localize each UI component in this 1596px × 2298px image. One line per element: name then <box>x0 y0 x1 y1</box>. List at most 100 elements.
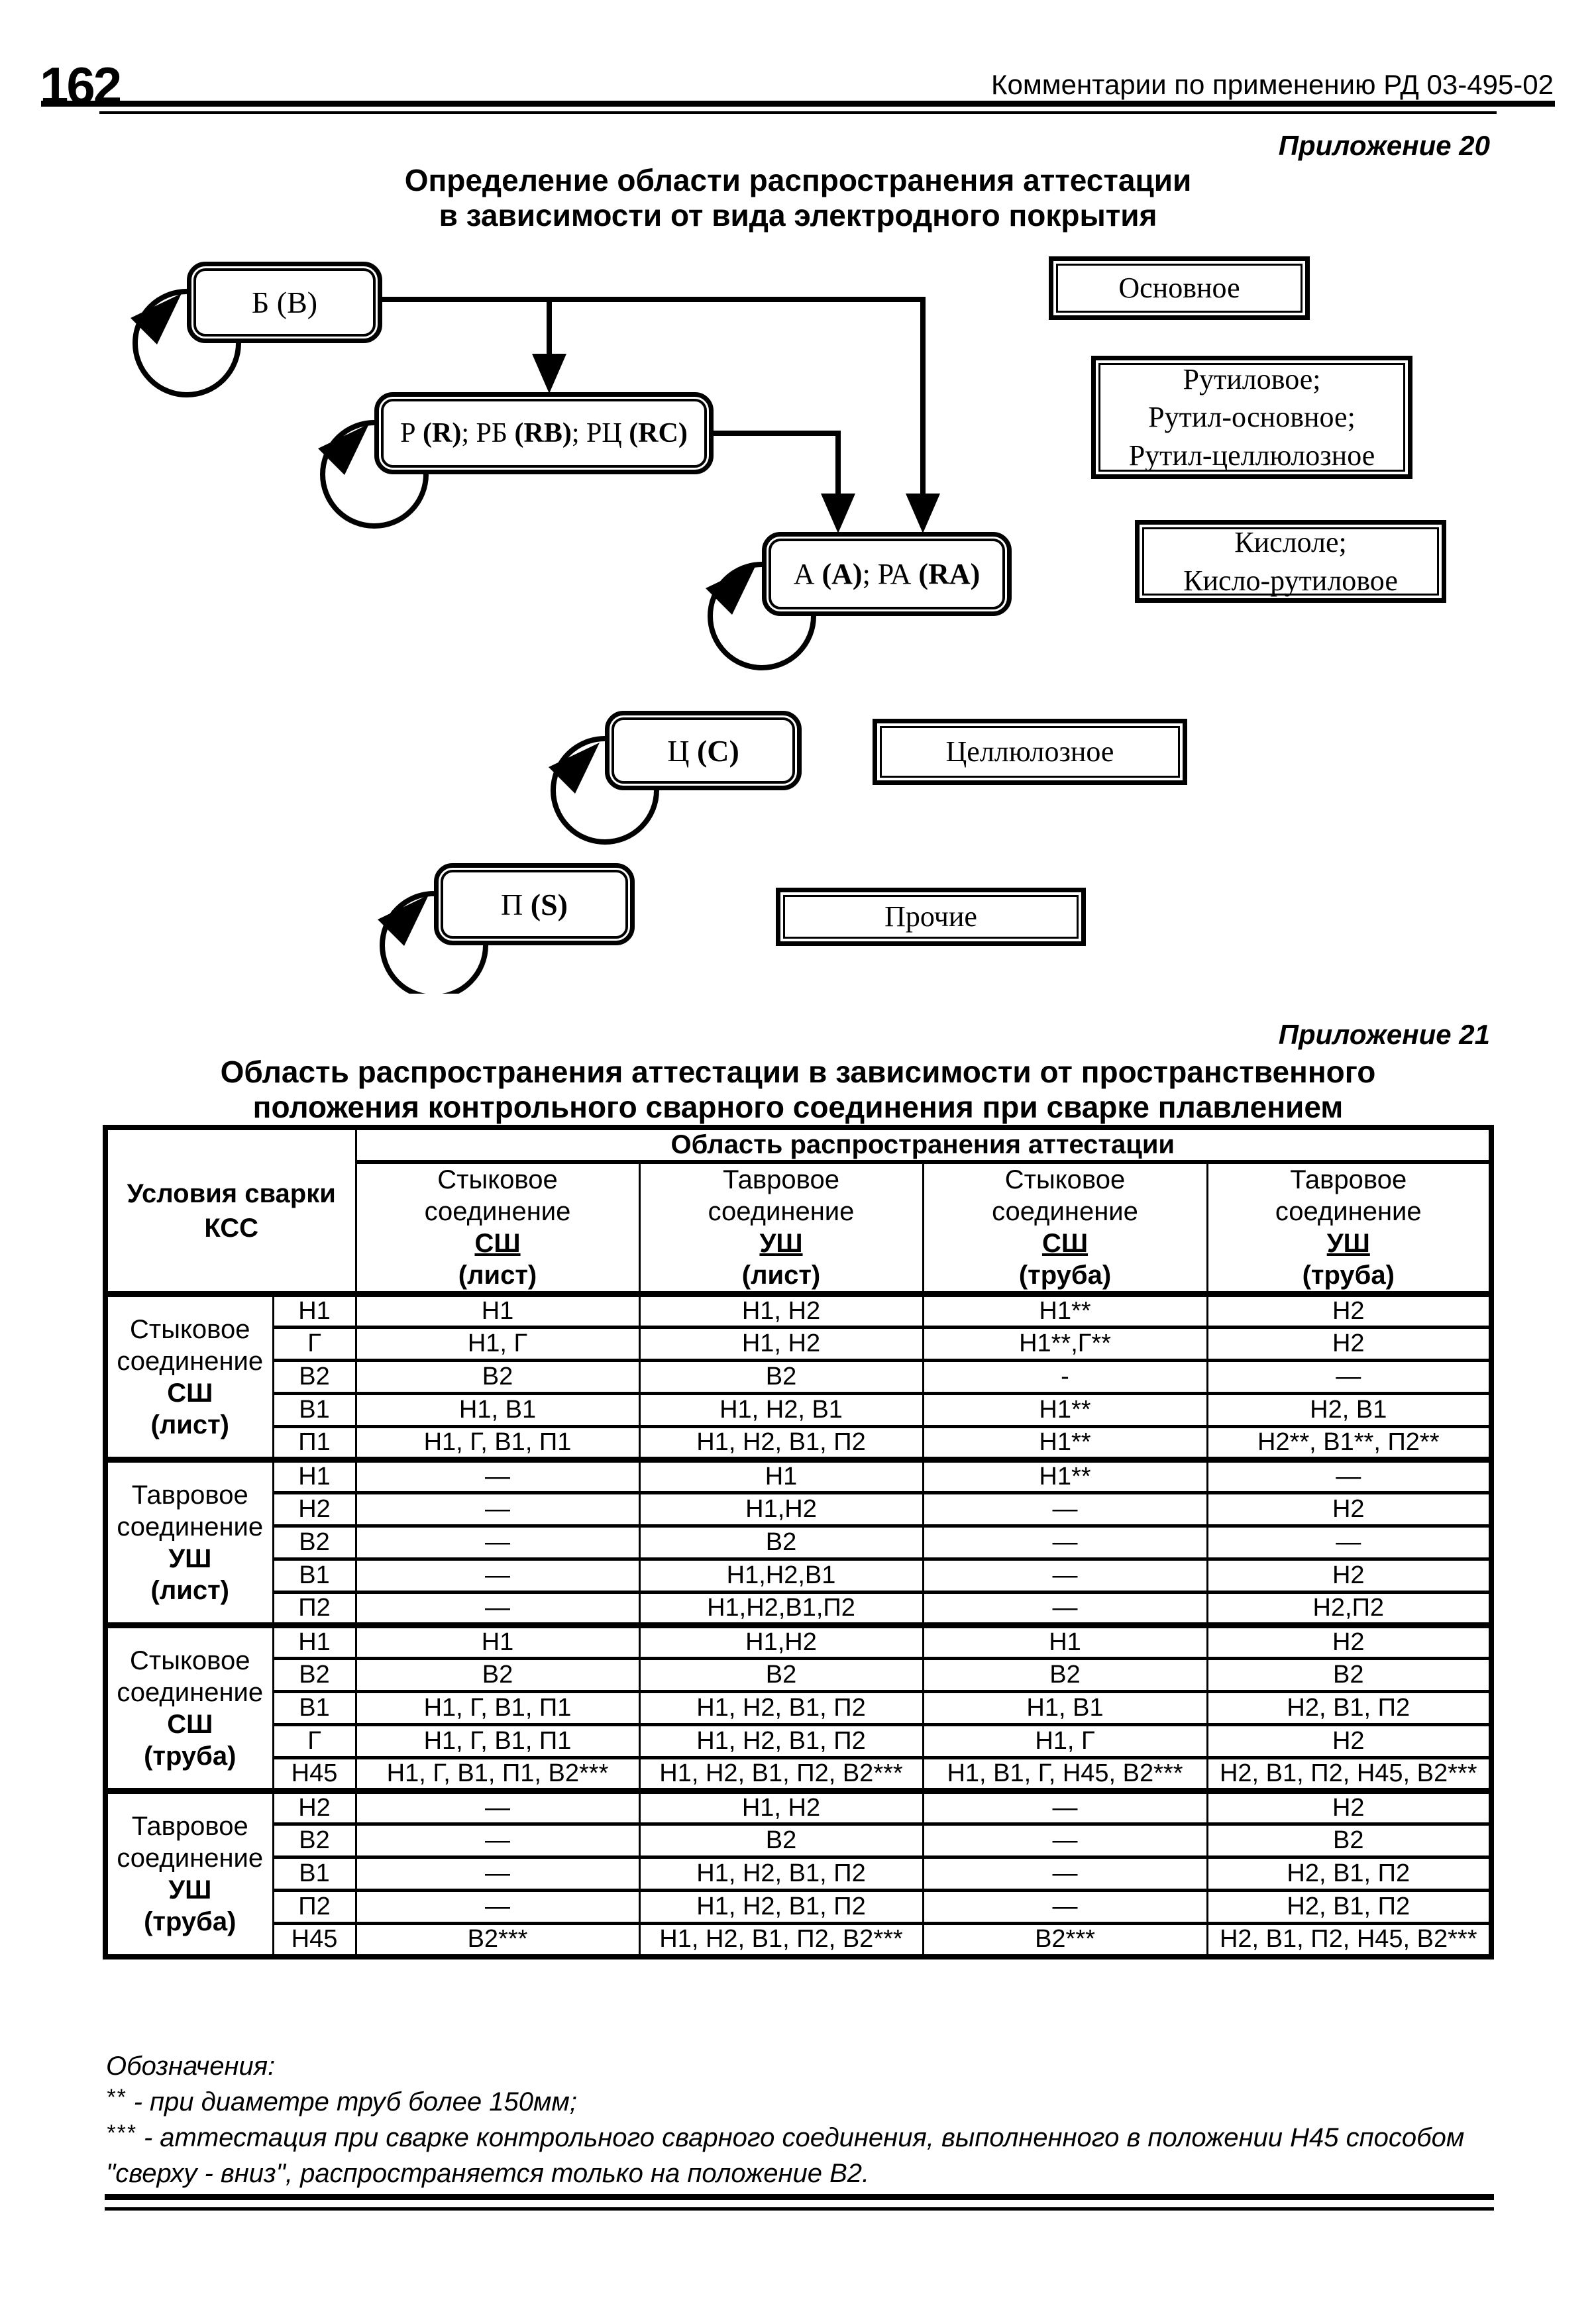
area-cell: Н1** <box>922 1457 1208 1493</box>
area-cell: В2 <box>354 1657 641 1692</box>
col3-code: СШ <box>1041 1229 1089 1258</box>
flow-box-inner-border <box>441 870 628 939</box>
table-row: П2—Н1, Н2, В1, П2—Н2, В1, П2 <box>105 1889 1493 1924</box>
footnote-line: ** - при диаметре труб более 150мм; <box>106 2084 1464 2120</box>
legend-box: Прочие <box>776 888 1086 946</box>
area-cell: Н1, Н2, В1, П2 <box>638 1855 924 1891</box>
legend-line: Рутиловое; <box>1183 363 1321 396</box>
legend-inner-border <box>1056 264 1303 313</box>
col4-code: УШ <box>1326 1229 1370 1258</box>
flow-box-label: А (А); РА (RA) <box>793 558 981 590</box>
area-cell: — <box>354 1788 641 1824</box>
col2-kind: (лист) <box>741 1261 821 1290</box>
area-cell: Н2 <box>1206 1557 1493 1593</box>
position-cell: В2 <box>272 1822 357 1857</box>
area-cell: Н1, Н2 <box>638 1326 924 1361</box>
position-cell: В2 <box>272 1657 357 1692</box>
area-cell: Н1, Н2, В1 <box>638 1392 924 1427</box>
area-cell: Н1, Н2, В1, П2 <box>638 1723 924 1758</box>
appendix-21-title-line2: положения контрольного сварного соединен… <box>252 1089 1344 1124</box>
area-cell: — <box>354 1889 641 1924</box>
flow-box-inner-border <box>769 539 1005 609</box>
area-cell: — <box>922 1788 1208 1824</box>
area-cell: — <box>354 1457 641 1493</box>
area-cell: Н1** <box>922 1291 1208 1328</box>
col2-line1: Тавровое <box>723 1165 839 1194</box>
area-cell: — <box>922 1591 1208 1626</box>
corner-line1: Условия сварки <box>127 1178 336 1208</box>
col4-kind: (труба) <box>1302 1261 1395 1290</box>
position-cell: П2 <box>272 1889 357 1924</box>
legend-box: Рутиловое;Рутил-основное;Рутил-целлюлозн… <box>1091 356 1412 479</box>
legend-line: Кислоле; <box>1234 526 1347 559</box>
legend-line: Целлюлозное <box>945 735 1114 768</box>
area-cell: Н1, В1, Г, Н45, В2*** <box>922 1756 1208 1791</box>
position-cell: Н1 <box>272 1291 357 1328</box>
legend-line: Рутил-основное; <box>1148 401 1356 434</box>
footnotes-title: Обозначения: <box>106 2052 276 2081</box>
span-header-cell: Область распространения аттестации <box>354 1127 1493 1164</box>
table-subheader-row: Стыковое соединение СШ (лист) Тавровое с… <box>105 1162 1493 1297</box>
attestation-area-table: Условия сварки КСС Область распространен… <box>103 1125 1494 1959</box>
area-cell: Н1 <box>354 1622 641 1659</box>
area-cell: Н1 <box>638 1457 924 1493</box>
table-row: Н2—Н1,Н2—Н2 <box>105 1491 1493 1526</box>
area-cell: Н1, В1 <box>922 1690 1208 1725</box>
flowchart-connectors <box>131 289 940 994</box>
position-cell: Н1 <box>272 1622 357 1659</box>
position-cell: В1 <box>272 1690 357 1725</box>
area-cell: В2 <box>1206 1657 1493 1692</box>
flow-box-inner-border <box>381 399 707 468</box>
table-row: В1—Н1, Н2, В1, П2—Н2, В1, П2 <box>105 1855 1493 1891</box>
area-cell: Н2, В1, П2 <box>1206 1889 1493 1924</box>
position-cell: В2 <box>272 1524 357 1559</box>
col1-kind: (лист) <box>458 1261 537 1290</box>
area-cell: Н1, Н2, В1, П2 <box>638 1690 924 1725</box>
area-cell: В2 <box>638 1359 924 1394</box>
area-cell: Н1 <box>354 1291 641 1328</box>
col1-line1: Стыковое <box>437 1165 558 1194</box>
loop-arrowhead-icon <box>706 564 757 615</box>
corner-header-cell: Условия сварки КСС <box>104 1127 357 1296</box>
area-cell: Н2, В1, П2, Н45, В2*** <box>1206 1922 1493 1957</box>
area-cell: Н1, Г, В1, П1 <box>354 1425 641 1460</box>
position-cell: Н45 <box>272 1756 357 1791</box>
area-cell: В2*** <box>922 1922 1208 1957</box>
position-cell: Н2 <box>272 1788 357 1824</box>
flow-box-inner-border <box>612 717 795 784</box>
footnote-mark: *** <box>106 2120 136 2146</box>
area-cell: Н1** <box>922 1392 1208 1427</box>
area-cell: Н1,Н2,В1 <box>638 1557 924 1593</box>
area-cell: Н1, Н2, В1, П2 <box>638 1889 924 1924</box>
col2-code: УШ <box>759 1229 803 1258</box>
area-cell: — <box>1206 1457 1493 1493</box>
corner-line2: КСС <box>204 1213 259 1243</box>
position-cell: В2 <box>272 1359 357 1394</box>
area-cell: Н2 <box>1206 1491 1493 1526</box>
area-cell: — <box>922 1524 1208 1559</box>
legend-line: Основное <box>1118 272 1240 305</box>
column-header-4: Тавровое соединение УШ (труба) <box>1206 1162 1493 1297</box>
col4-line1: Тавровое <box>1290 1165 1407 1194</box>
col3-line1: Стыковое <box>1004 1165 1126 1194</box>
legend-line: Кисло-рутиловое <box>1183 564 1398 597</box>
area-cell: — <box>922 1855 1208 1891</box>
appendix-21-title-line1: Область распространения аттестации в зав… <box>220 1055 1376 1089</box>
table-row: П2—Н1,Н2,В1,П2—Н2,П2 <box>105 1591 1493 1626</box>
column-header-3: Стыковое соединение СШ (труба) <box>922 1162 1208 1297</box>
legend-inner-border <box>1098 363 1405 472</box>
area-cell: В2 <box>1206 1822 1493 1857</box>
position-cell: Г <box>272 1723 357 1758</box>
arrowhead-down-icon <box>821 494 855 533</box>
area-cell: Н1, Н2, В1, П2, В2*** <box>638 1922 924 1957</box>
area-cell: Н1, Г, В1, П1, В2*** <box>354 1756 641 1791</box>
flow-box-inner-border <box>193 268 376 337</box>
col4-line2: соединение <box>1275 1197 1422 1226</box>
